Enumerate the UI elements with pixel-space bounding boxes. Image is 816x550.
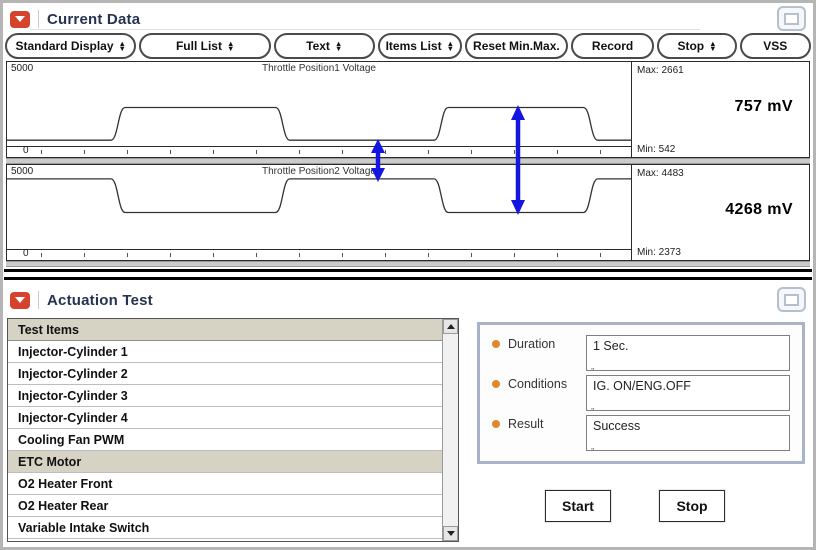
result-label: Result <box>508 417 544 431</box>
graph1-stats: Max: 2661 757 mV Min: 542 <box>631 62 809 157</box>
graph-throttle-position1: 5000 Throttle Position1 Voltage 0 Max: 2… <box>6 61 810 158</box>
full-list-dropdown[interactable]: Full List <box>139 33 271 59</box>
waveform-trace-2 <box>7 178 631 214</box>
collapse-chevron-icon[interactable] <box>10 291 30 309</box>
result-field[interactable]: Success <box>586 415 790 452</box>
graph2-stats: Max: 4483 4268 mV Min: 2373 <box>631 165 809 260</box>
actuation-test-title: Actuation Test <box>47 291 153 309</box>
updown-arrows-icon <box>227 41 234 51</box>
y-min-label: 0 <box>23 145 29 157</box>
y-max-label: 5000 <box>11 63 34 74</box>
updown-arrows-icon <box>119 41 126 51</box>
test-details-panel: Duration 1 Sec. Conditions IG. ON/ENG.OF… <box>477 322 805 464</box>
graph-separator-bar <box>6 261 810 267</box>
list-item[interactable]: Injector-Cylinder 3 <box>8 385 442 407</box>
current-data-header: Current Data <box>10 6 808 31</box>
collapse-chevron-icon[interactable] <box>10 10 30 28</box>
waveform-trace-1 <box>7 106 631 141</box>
text-label: Text <box>306 39 330 53</box>
graph2-title: Throttle Position2 Voltage <box>262 166 376 177</box>
list-item[interactable]: Injector-Cylinder 1 <box>8 341 442 363</box>
plot-area-1: 5000 Throttle Position1 Voltage <box>7 62 631 148</box>
result-row: Result Success <box>492 415 790 452</box>
bullet-icon <box>492 380 500 388</box>
test-actions: Start Stop <box>480 490 790 522</box>
list-item[interactable]: Cooling Fan PWM <box>8 429 442 451</box>
updown-arrows-icon <box>709 41 716 51</box>
axis-ticks <box>41 150 623 155</box>
updown-arrows-icon <box>335 41 342 51</box>
x-axis-1: 0 <box>7 145 631 157</box>
axis-ticks <box>41 253 623 258</box>
updown-arrows-icon <box>447 41 454 51</box>
scroll-down-button[interactable] <box>443 526 458 541</box>
restore-window-button[interactable] <box>777 6 806 31</box>
bullet-icon <box>492 340 500 348</box>
x-axis-2: 0 <box>7 248 631 260</box>
vss-button[interactable]: VSS <box>739 33 811 59</box>
restore-window-button[interactable] <box>777 287 806 312</box>
current-value: 757 mV <box>734 98 793 115</box>
current-data-title: Current Data <box>47 10 141 28</box>
up-arrow-icon <box>446 324 455 329</box>
min-value-label: Min: 2373 <box>637 247 681 258</box>
vss-label: VSS <box>763 39 788 53</box>
y-max-label: 5000 <box>11 166 34 177</box>
duration-field[interactable]: 1 Sec. <box>586 335 790 372</box>
header-rule <box>30 29 700 30</box>
duration-label: Duration <box>508 337 556 351</box>
plot-area-2: 5000 Throttle Position2 Voltage <box>7 165 631 251</box>
record-button[interactable]: Record <box>570 33 655 59</box>
conditions-label: Conditions <box>508 377 568 391</box>
min-value-label: Min: 542 <box>637 144 676 155</box>
current-data-toolbar: Standard Display Full List Text Items Li… <box>5 33 811 59</box>
reset-min-max-button[interactable]: Reset Min.Max. <box>465 33 568 59</box>
reset-min-max-label: Reset Min.Max. <box>473 39 560 53</box>
actuation-test-header: Actuation Test <box>10 287 808 312</box>
list-item[interactable]: O2 Heater Front <box>8 473 442 495</box>
panel-separator <box>4 269 812 280</box>
list-item[interactable]: Injector-Cylinder 4 <box>8 407 442 429</box>
stop-dropdown[interactable]: Stop <box>657 33 737 59</box>
graph1-title: Throttle Position1 Voltage <box>262 63 376 74</box>
max-value-label: Max: 4483 <box>637 168 684 179</box>
graph-throttle-position2: 5000 Throttle Position2 Voltage 0 Max: 4… <box>6 164 810 261</box>
list-item[interactable]: Variable Intake Switch <box>8 517 442 539</box>
restore-icon <box>784 293 799 306</box>
items-list-dropdown[interactable]: Items List <box>377 33 463 59</box>
duration-row: Duration 1 Sec. <box>492 335 790 372</box>
stop-label: Stop <box>677 39 705 53</box>
conditions-row: Conditions IG. ON/ENG.OFF <box>492 375 790 412</box>
items-list-label: Items List <box>385 39 442 53</box>
list-item[interactable]: Injector-Cylinder 2 <box>8 363 442 385</box>
list-item-selected[interactable]: ETC Motor <box>8 451 442 473</box>
start-button[interactable]: Start <box>545 490 611 522</box>
record-label: Record <box>591 39 634 53</box>
list-scrollbar[interactable] <box>442 319 458 541</box>
graph-separator-bar <box>6 158 810 164</box>
header-divider <box>38 10 39 28</box>
y-min-label: 0 <box>23 248 29 260</box>
bullet-icon <box>492 420 500 428</box>
current-value: 4268 mV <box>725 201 793 218</box>
full-list-label: Full List <box>175 39 222 53</box>
test-items-header: Test Items <box>8 319 442 341</box>
test-items-list: Test Items Injector-Cylinder 1 Injector-… <box>7 318 459 542</box>
stop-button[interactable]: Stop <box>659 490 725 522</box>
header-divider <box>38 291 39 309</box>
down-arrow-icon <box>446 531 455 536</box>
standard-display-label: Standard Display <box>15 39 114 53</box>
graphs-area: 5000 Throttle Position1 Voltage 0 Max: 2… <box>6 61 810 267</box>
scroll-up-button[interactable] <box>443 319 458 334</box>
text-dropdown[interactable]: Text <box>273 33 375 59</box>
list-item[interactable]: O2 Heater Rear <box>8 495 442 517</box>
standard-display-dropdown[interactable]: Standard Display <box>5 33 137 59</box>
restore-icon <box>784 12 799 25</box>
conditions-field[interactable]: IG. ON/ENG.OFF <box>586 375 790 412</box>
max-value-label: Max: 2661 <box>637 65 684 76</box>
